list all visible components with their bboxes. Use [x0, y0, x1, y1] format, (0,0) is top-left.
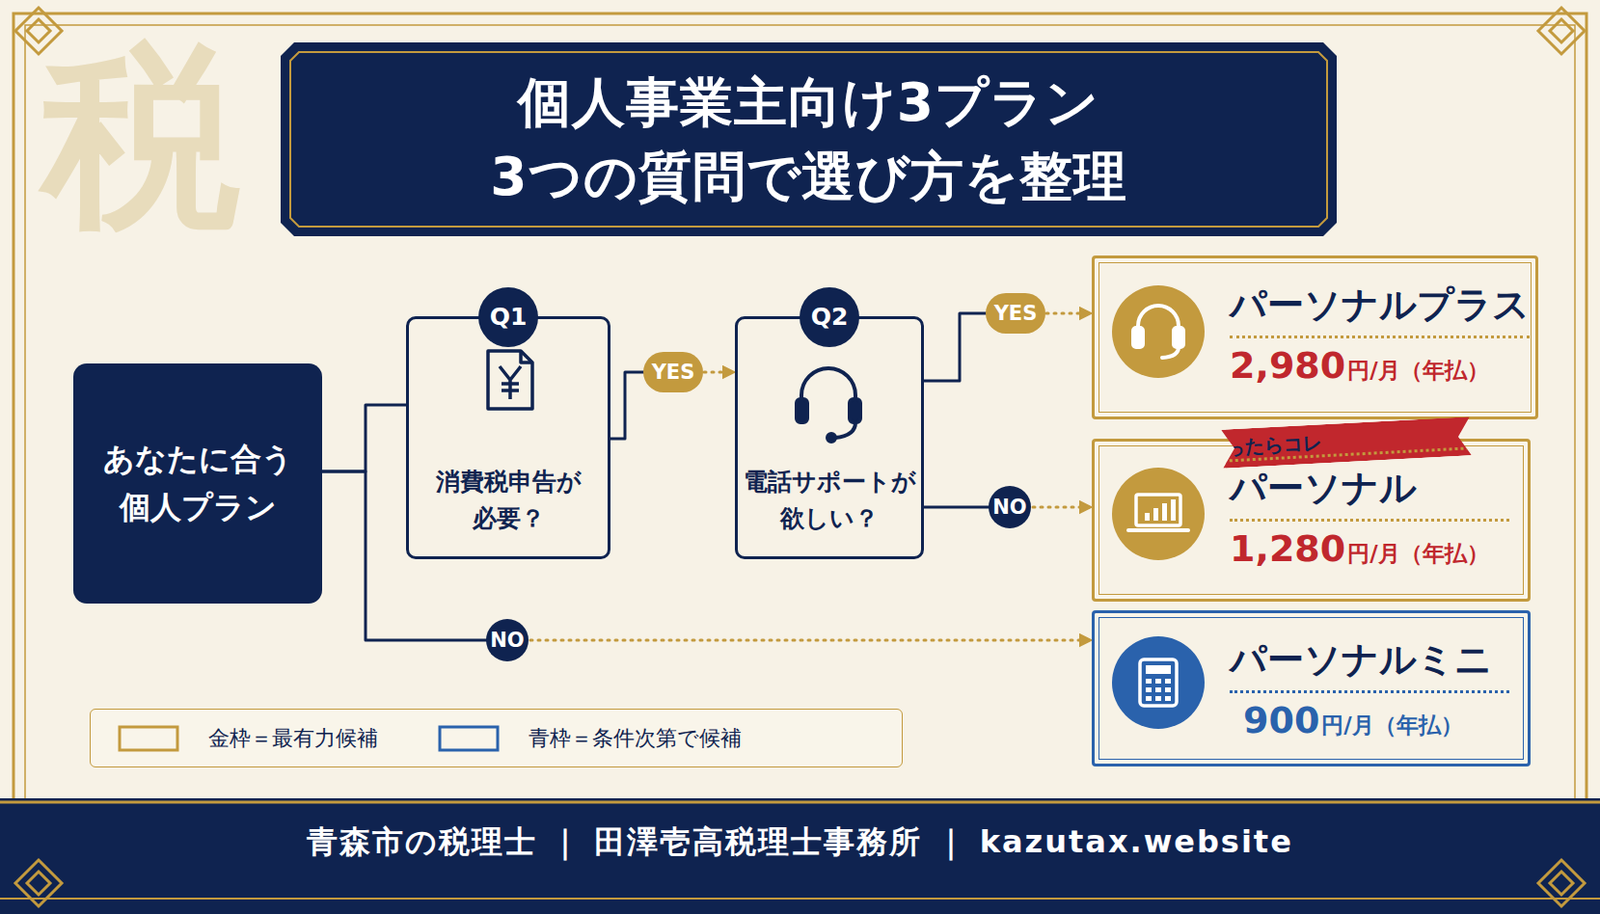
- price-unit: 円/月（年払）: [1321, 710, 1463, 741]
- question-number: Q1: [478, 287, 539, 348]
- price-amount: 900: [1243, 699, 1320, 742]
- price-row: 2,980円/月（年払）: [1229, 344, 1526, 387]
- calculator-badge-icon: [1111, 636, 1205, 730]
- edge-badge: YES: [643, 352, 704, 393]
- node-text: あなたに合う 個人プラン: [91, 435, 304, 532]
- title-banner-border: [290, 52, 1328, 227]
- headset-icon: [796, 368, 861, 442]
- price-unit: 円/月（年払）: [1347, 539, 1489, 570]
- connector: [322, 405, 407, 472]
- edge-badge: NO: [486, 619, 529, 662]
- legend-item: 青枠＝条件次第で候補: [437, 724, 742, 754]
- connector-line: [322, 405, 407, 472]
- price-amount: 1,280: [1229, 527, 1346, 570]
- question-number: Q2: [799, 287, 860, 348]
- price-amount: 2,980: [1229, 344, 1346, 387]
- plan-box: パーソナルプラス 2,980円/月（年払）: [1091, 255, 1539, 420]
- plan-name: パーソナルプラス: [1229, 283, 1530, 339]
- plan-box: パーソナル1,280円/月（年払）迷ったらコレ: [1091, 438, 1531, 602]
- title-box: 個人事業主向け3プラン 3つの質問で選び方を整理: [280, 42, 1337, 237]
- watermark: 税: [42, 38, 241, 237]
- plan-box: パーソナルミニ 900円/月（年払）: [1091, 610, 1531, 767]
- legend-box: 金枠＝最有力候補 青枠＝条件次第で候補: [89, 708, 903, 768]
- legend-text: 金枠＝最有力候補: [208, 724, 379, 754]
- legend-swatch: [117, 725, 180, 753]
- footer-band: [0, 798, 1600, 914]
- edge-badge: NO: [988, 486, 1031, 529]
- document-yen-icon: [488, 351, 533, 409]
- price-row: 900円/月（年払）: [1243, 699, 1519, 742]
- ribbon-tag: 迷ったらコレ: [1220, 416, 1472, 468]
- laptop-badge-icon: [1111, 467, 1205, 561]
- inner-frame: [25, 25, 1575, 890]
- question-box: Q2電話サポートが 欲しい？: [734, 316, 924, 560]
- title-banner: [280, 42, 1337, 237]
- footer-caption: 青森市の税理士 ｜ 田澤壱高税理士事務所 ｜ kazutax.website: [0, 821, 1600, 865]
- edge-badge: YES: [985, 293, 1046, 334]
- question-box: Q1消費税申告が 必要？: [406, 316, 611, 560]
- headset-badge-icon: [1111, 285, 1205, 379]
- plan-name: パーソナルミニ: [1229, 638, 1510, 694]
- price-unit: 円/月（年払）: [1347, 355, 1489, 386]
- connector: [322, 471, 1092, 641]
- legend-text: 青枠＝条件次第で候補: [528, 724, 742, 754]
- node-text: 電話サポートが 欲しい？: [741, 463, 918, 537]
- price-row: 1,280円/月（年払）: [1229, 527, 1519, 570]
- corner-ornaments: [15, 7, 1585, 907]
- outer-frame: [13, 13, 1587, 901]
- start-box: あなたに合う 個人プラン: [73, 363, 323, 604]
- node-text: 消費税申告が 必要？: [412, 463, 604, 537]
- legend-item: 金枠＝最有力候補: [117, 724, 379, 754]
- plan-name: パーソナル: [1229, 466, 1510, 522]
- legend-swatch: [437, 725, 500, 753]
- connector-line: [322, 471, 508, 641]
- title: 個人事業主向け3プラン 3つの質問で選び方を整理: [442, 65, 1176, 215]
- footer-line: [0, 801, 1600, 805]
- node-text: 迷ったらコレ: [1189, 421, 1505, 464]
- connector-dotted: [507, 639, 1092, 643]
- footer-line: [0, 897, 1600, 900]
